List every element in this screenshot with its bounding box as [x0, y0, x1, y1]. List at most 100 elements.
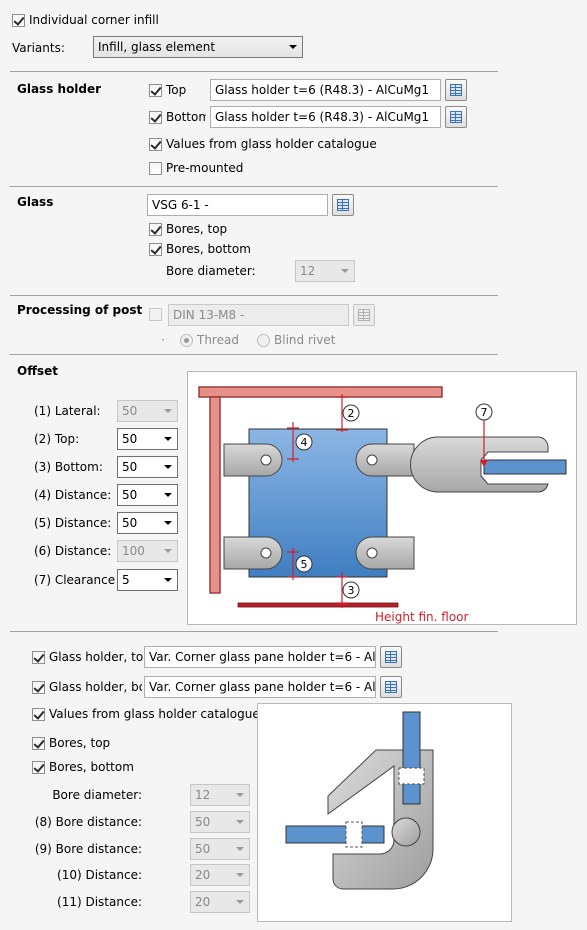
glass-title: Glass: [17, 195, 54, 209]
bore-diameter-value: 12: [300, 264, 316, 278]
individual-corner-infill-label: Individual corner infill: [29, 13, 159, 27]
corner-row-value: 12: [195, 788, 211, 802]
post: [209, 396, 221, 594]
pre-mounted-checkbox[interactable]: [149, 162, 162, 175]
corner-holder-bottom-label: Glass holder, bottom: [49, 680, 142, 694]
chevron-down-icon: [236, 873, 244, 877]
glass-holder-bottom-checkbox[interactable]: [149, 111, 162, 124]
callout-4: 4: [295, 433, 313, 451]
corner-row-value: 20: [195, 868, 211, 882]
bore-bottom-right: [366, 547, 378, 559]
offset-row-value: 50: [122, 432, 138, 446]
corner-row-label: (9) Bore distance:: [34, 842, 142, 856]
corner-row-label: (11) Distance:: [57, 895, 142, 909]
thread-radio[interactable]: [180, 334, 193, 347]
corner-bores-bottom-label: Bores, bottom: [49, 760, 134, 774]
bore-diameter-label: Bore diameter:: [166, 264, 256, 278]
chevron-down-icon: [289, 45, 297, 49]
blind-rivet-radio[interactable]: [257, 334, 270, 347]
callout-2-text: 2: [348, 407, 355, 420]
glass-holder-top-checkbox[interactable]: [149, 84, 162, 97]
glass-bore-diameter-select[interactable]: 12: [295, 260, 355, 282]
holder-bottom-left: [223, 536, 283, 570]
glass-holder-title: Glass holder: [17, 82, 102, 96]
corner-holder-bottom-checkbox[interactable]: [32, 681, 45, 694]
bore-bottom-left: [260, 547, 272, 559]
corner-holder-top-catalogue-button[interactable]: [380, 646, 402, 668]
glass-bores-top-checkbox[interactable]: [149, 223, 162, 236]
corner-row-select[interactable]: 50: [190, 838, 250, 860]
chevron-down-icon: [236, 847, 244, 851]
corner-bores-top-label: Bores, top: [49, 736, 111, 750]
glass-holder-top-field[interactable]: Glass holder t=6 (R48.3) - AlCuMg1: [210, 79, 441, 101]
offset-diagram: 2 4 5 3 Height fin. floor 7: [187, 371, 577, 625]
corner-row-select[interactable]: 12: [190, 784, 250, 806]
catalogue-icon: [385, 651, 397, 663]
corner-row-value: 50: [195, 815, 211, 829]
callout-3-text: 3: [348, 584, 355, 597]
corner-holder-bottom-field[interactable]: Var. Corner glass pane holder t=6 - AlCu…: [144, 676, 376, 698]
catalogue-icon: [450, 111, 462, 123]
holder-top-right: [355, 443, 415, 477]
glass-holder-bottom-catalogue-button[interactable]: [445, 106, 467, 128]
chevron-down-icon: [164, 578, 172, 582]
corner-holder-top-field[interactable]: Var. Corner glass pane holder t=6 - AlCu…: [144, 646, 376, 668]
offset-row-select[interactable]: 50: [117, 428, 178, 450]
processing-catalogue-button[interactable]: [353, 304, 375, 326]
glass-bores-top-label: Bores, top: [166, 222, 228, 236]
corner-bores-top-checkbox[interactable]: [32, 737, 45, 750]
horizontal-glass: [285, 825, 385, 844]
top-rail: [198, 386, 443, 398]
bore-top-right: [366, 454, 378, 466]
vertical-bore: [398, 767, 425, 785]
glass-bores-bottom-checkbox[interactable]: [149, 243, 162, 256]
corner-row-label: (8) Bore distance:: [34, 815, 142, 829]
offset-row-label: (5) Distance:: [34, 516, 112, 530]
offset-row-value: 5: [122, 573, 130, 587]
corner-holder-bottom-catalogue-button[interactable]: [380, 676, 402, 698]
glass-field[interactable]: VSG 6-1 -: [147, 194, 328, 216]
glass-holder-top-catalogue-button[interactable]: [445, 79, 467, 101]
glass-catalogue-button[interactable]: [332, 194, 354, 216]
offset-row-select[interactable]: 50: [117, 512, 178, 534]
separator: [10, 631, 498, 632]
offset-row-label: (1) Lateral:: [34, 404, 101, 418]
corner-row-select[interactable]: 50: [190, 811, 250, 833]
dimension-marks: [287, 394, 348, 608]
corner-values-from-catalogue-checkbox[interactable]: [32, 708, 45, 721]
offset-title: Offset: [17, 364, 58, 378]
processing-field[interactable]: DIN 13-M8 -: [168, 304, 349, 326]
corner-bores-bottom-checkbox[interactable]: [32, 761, 45, 774]
offset-row-label: (2) Top:: [34, 432, 80, 446]
offset-row-label: (6) Distance:: [34, 544, 112, 558]
variants-dropdown[interactable]: Infill, glass element: [93, 36, 303, 58]
variants-value: Infill, glass element: [98, 40, 216, 54]
floor-line: [237, 602, 399, 608]
offset-row-select[interactable]: 50: [117, 484, 178, 506]
offset-row-value: 50: [122, 516, 138, 530]
offset-row-label: (4) Distance:: [34, 488, 112, 502]
offset-row-select[interactable]: 5: [117, 569, 178, 591]
callout-5: 5: [295, 555, 313, 573]
glass-holder-bottom-field[interactable]: Glass holder t=6 (R48.3) - AlCuMg1: [210, 106, 441, 128]
offset-row-select[interactable]: 100: [117, 540, 178, 562]
processing-checkbox[interactable]: [149, 308, 162, 321]
values-from-catalogue-checkbox[interactable]: [149, 138, 162, 151]
offset-row-value: 50: [122, 460, 138, 474]
corner-row-label: (10) Distance:: [57, 868, 142, 882]
variants-label: Variants:: [12, 41, 65, 55]
corner-row-label: Bore diameter:: [52, 788, 142, 802]
corner-diagram: [257, 703, 512, 922]
blind-rivet-label: Blind rivet: [274, 333, 336, 347]
values-from-catalogue-label: Values from glass holder catalogue: [166, 137, 377, 151]
chevron-down-icon: [236, 820, 244, 824]
individual-corner-infill-checkbox[interactable]: [12, 14, 25, 27]
offset-row-select[interactable]: 50: [117, 456, 178, 478]
catalogue-icon: [337, 199, 349, 211]
chevron-down-icon: [164, 409, 172, 413]
corner-holder-top-checkbox[interactable]: [32, 651, 45, 664]
corner-row-select[interactable]: 20: [190, 864, 250, 886]
corner-row-select[interactable]: 20: [190, 891, 250, 913]
offset-row-select[interactable]: 50: [117, 400, 178, 422]
callout-3: 3: [342, 581, 360, 599]
